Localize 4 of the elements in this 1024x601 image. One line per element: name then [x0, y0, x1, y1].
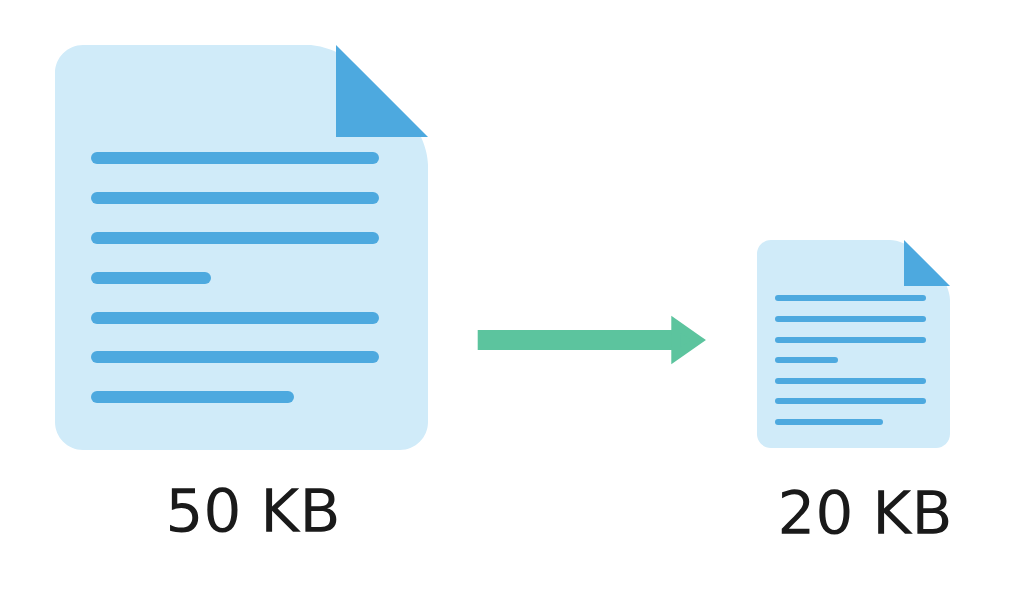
- document-icon: [757, 240, 950, 448]
- size-label: 50 KB: [170, 487, 337, 533]
- document-icon: [55, 45, 428, 450]
- size-label: 20 KB: [781, 489, 949, 535]
